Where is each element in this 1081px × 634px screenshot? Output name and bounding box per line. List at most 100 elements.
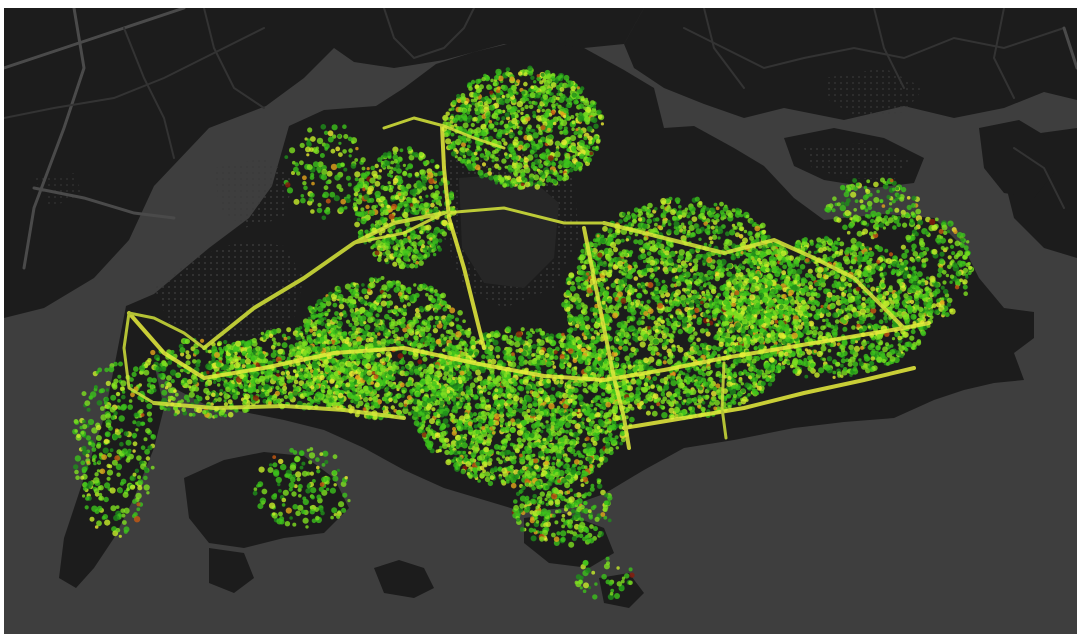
density-point	[618, 285, 624, 291]
density-point	[474, 131, 479, 136]
density-point	[586, 426, 593, 433]
density-point	[705, 207, 710, 212]
density-point	[891, 337, 896, 341]
density-point	[518, 355, 524, 362]
density-point	[429, 418, 435, 425]
density-point	[651, 246, 658, 253]
density-point	[507, 407, 513, 413]
density-point	[549, 355, 555, 360]
density-point	[545, 138, 551, 144]
density-point	[745, 252, 750, 257]
density-point	[593, 359, 599, 364]
density-point	[645, 410, 651, 416]
density-point	[760, 311, 765, 316]
density-point	[505, 67, 511, 72]
density-point	[462, 122, 469, 129]
density-point	[625, 397, 630, 402]
density-point	[554, 157, 558, 161]
density-point	[580, 347, 586, 353]
density-point	[509, 442, 514, 447]
density-point	[541, 108, 545, 113]
density-point	[556, 453, 563, 460]
density-point	[670, 315, 674, 319]
density-point	[675, 310, 680, 316]
density-point	[672, 325, 678, 331]
density-point	[759, 222, 766, 229]
density-point	[742, 260, 746, 265]
density-point	[504, 152, 508, 156]
density-point	[497, 86, 501, 91]
density-point	[512, 404, 517, 410]
density-point	[413, 420, 420, 427]
density-point	[566, 280, 572, 286]
density-point	[563, 107, 569, 114]
density-point	[431, 407, 436, 412]
density-point	[694, 380, 701, 388]
density-point	[594, 395, 600, 400]
map-canvas[interactable]	[4, 8, 1077, 634]
density-point	[595, 265, 600, 271]
density-point	[617, 291, 623, 298]
density-point	[442, 418, 449, 424]
density-point	[539, 359, 546, 366]
density-point	[696, 303, 700, 308]
density-point	[686, 231, 691, 236]
density-point	[479, 393, 484, 398]
density-point	[513, 395, 520, 402]
density-point	[712, 229, 717, 235]
density-point	[689, 268, 694, 273]
density-point	[709, 275, 714, 280]
density-point	[545, 397, 551, 403]
density-point	[456, 425, 461, 430]
density-point	[497, 166, 502, 171]
density-point	[473, 116, 478, 122]
southern-island-b	[374, 560, 434, 598]
density-point	[680, 300, 685, 304]
density-point	[663, 327, 670, 334]
density-point	[584, 465, 588, 470]
density-point	[497, 109, 502, 113]
density-point	[467, 421, 473, 427]
density-point	[577, 409, 581, 413]
density-point	[475, 156, 480, 161]
density-point	[514, 114, 519, 119]
density-point	[451, 459, 455, 463]
density-point	[574, 459, 580, 465]
density-point	[505, 104, 512, 110]
density-point	[457, 450, 461, 455]
density-point	[464, 413, 470, 420]
density-point	[732, 394, 737, 398]
density-point	[480, 123, 487, 130]
density-point	[628, 265, 633, 270]
density-point	[643, 311, 649, 316]
density-point	[708, 377, 713, 381]
density-point	[692, 274, 698, 280]
density-point	[637, 285, 642, 289]
density-point	[681, 209, 688, 216]
density-point	[711, 345, 718, 351]
density-point	[466, 144, 471, 149]
density-point	[638, 317, 642, 321]
density-point	[567, 341, 573, 347]
density-point	[477, 479, 481, 483]
density-point	[470, 129, 475, 134]
density-point	[756, 385, 762, 391]
density-point	[564, 457, 570, 463]
density-point	[623, 339, 628, 344]
density-point	[703, 302, 710, 309]
density-point	[462, 154, 467, 159]
density-point	[574, 323, 580, 329]
density-point	[694, 307, 700, 313]
density-point	[467, 115, 473, 120]
density-point	[460, 146, 467, 153]
density-point	[506, 398, 513, 404]
density-point	[697, 404, 701, 409]
density-point	[606, 424, 614, 432]
density-point	[655, 242, 662, 249]
density-point	[706, 257, 713, 264]
density-point	[663, 384, 670, 391]
density-point	[577, 115, 584, 123]
density-point	[565, 103, 571, 108]
density-point	[625, 238, 629, 242]
density-point	[568, 167, 574, 173]
